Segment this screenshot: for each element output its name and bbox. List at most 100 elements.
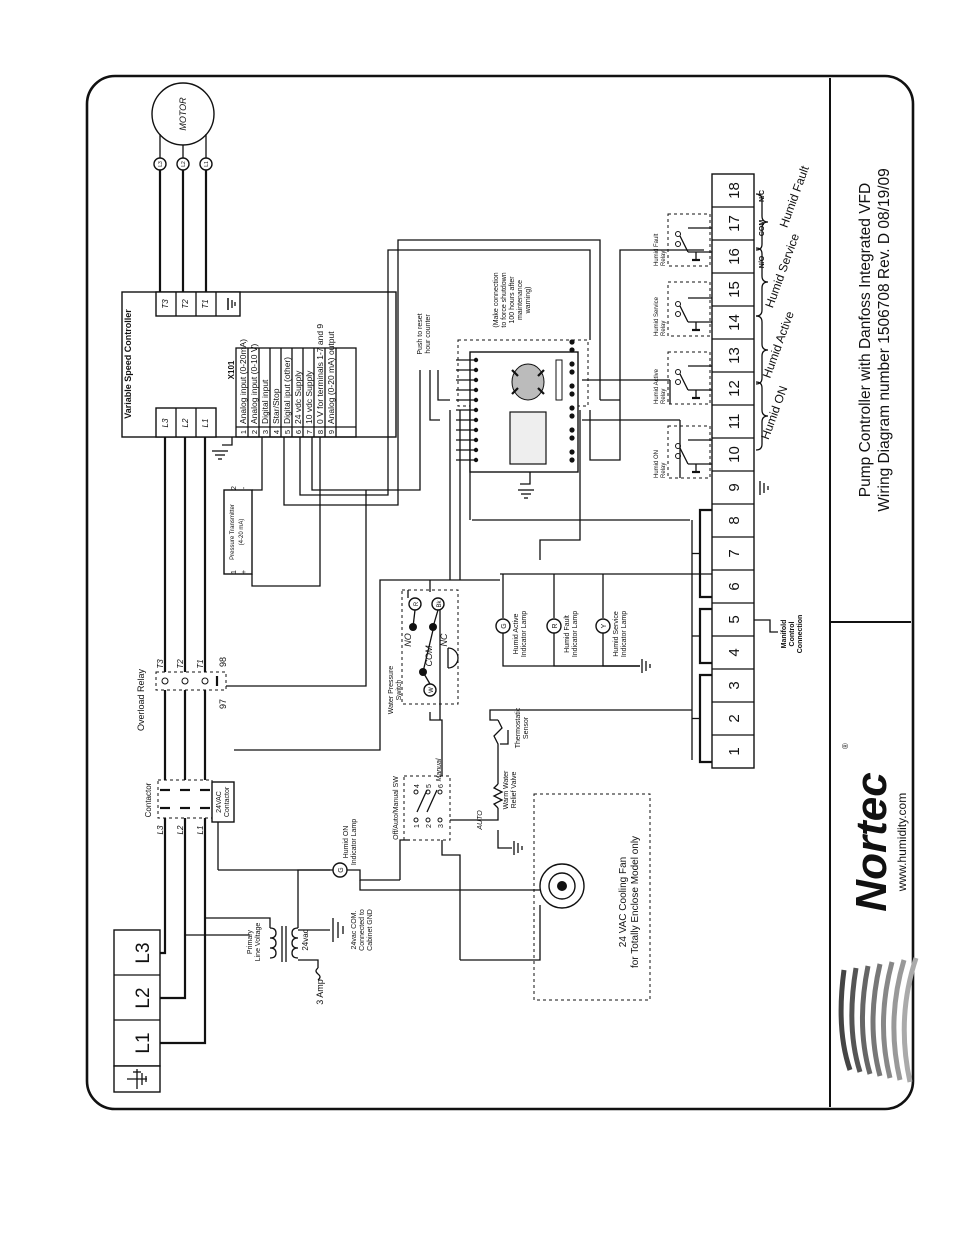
fan-line1: 24 VAC Cooling Fan bbox=[618, 857, 629, 947]
cooling-fan: 24 VAC Cooling Fan for Totally Enclose M… bbox=[359, 793, 651, 1001]
vfd-terminal-num-1: 1 bbox=[239, 430, 248, 434]
controller-ground-icon bbox=[518, 489, 534, 499]
vfd-terminal-num-3: 3 bbox=[261, 430, 270, 434]
vfd-input-l2: L2 bbox=[181, 418, 190, 427]
vfd-terminal-label-1: Analog input (0-20mA) bbox=[238, 339, 248, 424]
contactor-label: Contactor bbox=[144, 782, 153, 817]
vfd-terminal-label-4: Star/Stop bbox=[271, 388, 281, 424]
vfd-input-l1: L1 bbox=[201, 419, 210, 428]
power-input-box bbox=[113, 929, 161, 1067]
relay-label-2-line1: Humid Service bbox=[654, 296, 660, 336]
nortec-logo: Nortec ® www.humidity.com bbox=[838, 743, 919, 1083]
vfd-terminal-num-8: 8 bbox=[316, 430, 325, 434]
manifold-line2: Control bbox=[789, 622, 796, 647]
relay-label-0-line2: Relay bbox=[661, 463, 667, 478]
transformer-ground-icon bbox=[332, 918, 344, 942]
title-line1: Pump Controller with Danfoss Integrated … bbox=[857, 183, 874, 497]
brand-url: www.humidity.com bbox=[895, 793, 909, 892]
wps-w: W bbox=[429, 687, 435, 693]
contactor-line-l3: L3 bbox=[156, 825, 165, 834]
vfd-terminal-num-2: 2 bbox=[250, 430, 259, 434]
terminal-12: 12 bbox=[726, 380, 743, 397]
terminal-6: 6 bbox=[726, 582, 743, 590]
vfd-terminal-label-9: Analog (0-20 mA) output bbox=[326, 331, 336, 424]
terminal-11: 11 bbox=[726, 414, 743, 430]
pole-nc: N/C bbox=[759, 190, 766, 202]
brand-name: Nortec bbox=[847, 772, 896, 911]
humid-on-lamp-color: G bbox=[338, 867, 345, 872]
vfd-terminal-label-6: 24 vdc Supply bbox=[293, 370, 303, 424]
lamp-color-R: R bbox=[552, 623, 559, 628]
vfd-terminal-num-6: 6 bbox=[294, 430, 303, 434]
pressure-tx-pin1-sign: + bbox=[241, 570, 248, 574]
ground-note-line1: 24vac COM. bbox=[351, 910, 358, 949]
variable-speed-controller: Variable Speed Controller L3 L2 L1 T3 T2… bbox=[121, 291, 397, 438]
vfd-terminal-label-2: Analog input (0-10 V) bbox=[249, 344, 259, 424]
vfd-terminal-num-5: 5 bbox=[283, 430, 292, 434]
thermostatic-sensor: Thermostatic Sensor bbox=[489, 707, 692, 756]
strip-ground-icon bbox=[759, 481, 769, 495]
pressure-tx-pin2: 2 bbox=[231, 486, 238, 490]
power-input-l2: L2 bbox=[133, 987, 154, 1008]
logic-controller-top-terminals bbox=[456, 357, 479, 463]
vfd-terminal-num-4: 4 bbox=[272, 430, 281, 434]
switch-pin-4: 4 bbox=[414, 784, 421, 788]
vfd-terminal-label-3: Digital input bbox=[260, 379, 270, 424]
wps-nc: NC bbox=[439, 633, 449, 646]
pressure-tx-pin2-sign: - bbox=[241, 486, 248, 489]
terminal-2: 2 bbox=[726, 714, 743, 722]
terminal-16: 16 bbox=[726, 248, 743, 265]
warm-valve-line1: Warm Water bbox=[503, 770, 510, 809]
water-pressure-switch: Water Pressure Switch R Bk W NO NC COM bbox=[388, 589, 459, 714]
terminal-18: 18 bbox=[726, 182, 743, 199]
lamp-label-0-line1: Humid Active bbox=[513, 613, 520, 654]
diagram-border bbox=[85, 74, 915, 1111]
manifold-line1: Manifold bbox=[781, 620, 788, 649]
note-line4: maintenance bbox=[517, 280, 524, 320]
vfd-output-t2: T2 bbox=[181, 299, 190, 309]
aux-contact-97: 97 bbox=[218, 699, 228, 709]
terminal-13: 13 bbox=[726, 347, 743, 364]
lamp-color-G: G bbox=[501, 623, 508, 628]
vfd-output-t3: T3 bbox=[161, 299, 170, 309]
group-humid-fault: Humid Fault bbox=[777, 163, 813, 229]
vfd-terminal-list: 1 Analog input (0-20mA) 2 Analog input (0-1… bbox=[238, 324, 337, 437]
ground-note-line2: Connected to bbox=[359, 909, 366, 951]
power-wiring bbox=[160, 430, 271, 1045]
vfd-output-t1: T1 bbox=[201, 299, 210, 308]
overload-t1: T1 bbox=[196, 659, 205, 668]
warm-water-relief-valve: Warm Water Relief Valve bbox=[450, 756, 523, 855]
contactor: 24VAC Contactor Contactor L3 L2 L1 bbox=[144, 779, 235, 834]
motor: MOTOR L3 L2 L1 bbox=[151, 82, 215, 292]
transformer: Primary Line Voltage 24vac 3 Amp 24vac C… bbox=[247, 869, 374, 1005]
valve-ground-icon bbox=[513, 841, 523, 855]
thermostat-line1: Thermostatic bbox=[515, 707, 522, 748]
manifold-line3: Connection bbox=[797, 615, 804, 654]
relay-label-1-line2: Relay bbox=[661, 389, 667, 404]
switch-manual-label: Manual bbox=[436, 758, 443, 781]
relay-label-3-line2: Relay bbox=[661, 251, 667, 266]
pressure-transmitter-box bbox=[223, 489, 253, 575]
terminal-7: 7 bbox=[726, 549, 743, 557]
title-block: Pump Controller with Danfoss Integrated … bbox=[857, 168, 893, 511]
terminal-9: 9 bbox=[726, 483, 743, 491]
wps-r: R bbox=[414, 601, 420, 606]
pressure-transmitter: Pressure Transmitter (4-20 mA) 1 + 2 - bbox=[212, 437, 321, 587]
fan-line2: for Totally Enclose Model only bbox=[630, 836, 641, 968]
pressure-tx-line2: (4-20 mA) bbox=[239, 519, 245, 546]
overload-t3: T3 bbox=[156, 659, 165, 669]
contactor-coil bbox=[211, 781, 235, 823]
vfd-terminal-label-8: 0 V for terminals 1-7 and 9 bbox=[315, 324, 325, 424]
group-humid-active: Humid Active bbox=[760, 309, 797, 380]
reset-line2: hour counter bbox=[425, 314, 432, 354]
nortec-swoosh-icon bbox=[838, 957, 919, 1083]
switch-pin-2: 2 bbox=[426, 824, 433, 828]
vfd-terminal-num-7: 7 bbox=[305, 430, 314, 434]
switch-pin-1: 1 bbox=[414, 824, 421, 828]
transformer-primary-line1: Primary bbox=[247, 929, 254, 954]
pressure-tx-pin1: 1 bbox=[231, 570, 238, 574]
